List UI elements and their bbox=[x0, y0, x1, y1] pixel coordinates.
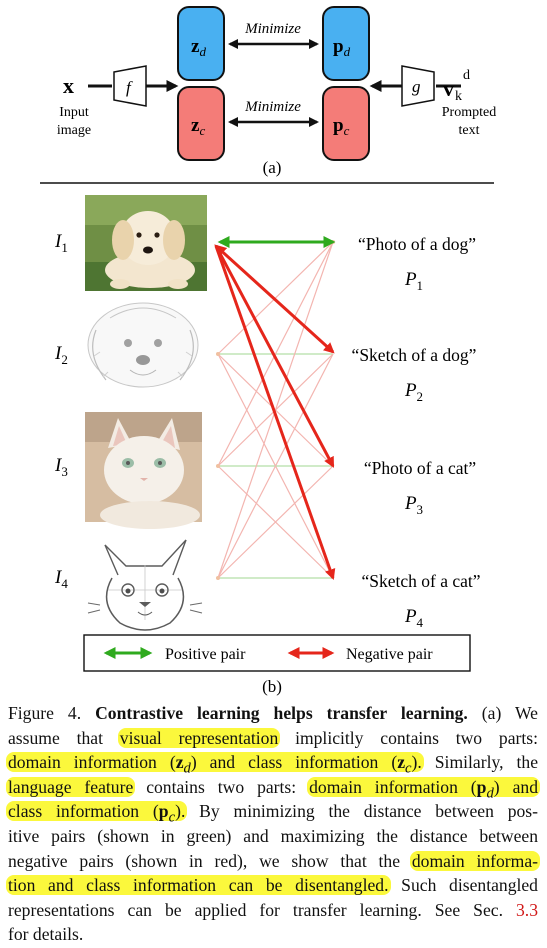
panel-b: I1 I2 I3 I4 bbox=[54, 195, 481, 696]
caption-text: Similarly, the bbox=[421, 752, 538, 773]
image-cat-photo bbox=[85, 412, 202, 529]
negative-pair-arrow-i1-p2 bbox=[214, 244, 335, 354]
caption-text: Such disentangled bbox=[388, 875, 538, 896]
prompt-text-3: “Photo of a cat” bbox=[364, 458, 476, 478]
zc-box bbox=[177, 86, 225, 161]
highlight-class-p: class information (pc). bbox=[6, 801, 188, 826]
legend: Positive pair Negative pair bbox=[83, 634, 471, 672]
caption-text: itive pairs (shown in green) and maximiz… bbox=[8, 825, 538, 846]
legend-negative-label: Negative pair bbox=[346, 646, 433, 663]
prompt-label-4: P4 bbox=[404, 606, 424, 630]
caption-line-4: language feature contains two parts: dom… bbox=[6, 775, 540, 802]
caption-line-7: negative pairs (shown in red), we show t… bbox=[8, 849, 540, 874]
image-label-1: I1 bbox=[54, 231, 68, 255]
panel-a-label: (a) bbox=[263, 158, 282, 177]
image-label-4: I4 bbox=[54, 567, 68, 591]
negative-pair-arrow-i1-p3 bbox=[214, 245, 335, 468]
caption-text: assume that bbox=[8, 727, 120, 748]
minimize-bottom-label: Minimize bbox=[244, 99, 301, 115]
caption-text: for details. bbox=[8, 924, 84, 945]
pc-label: pc bbox=[333, 115, 350, 138]
encoder-f-trapezoid bbox=[113, 65, 147, 107]
figure: x Input image f zd zc pd pc Minimize Min… bbox=[40, 6, 496, 696]
caption-line-6: itive pairs (shown in green) and maximiz… bbox=[8, 824, 538, 849]
encoder-g-trapezoid bbox=[401, 65, 435, 107]
caption-text: contains two parts: bbox=[133, 776, 310, 797]
zd-label: zd bbox=[191, 36, 206, 59]
panel-a: x Input image f zd zc pd pc Minimize Min… bbox=[57, 6, 496, 177]
figure-caption: Figure 4. Contrastive learning helps tra… bbox=[6, 701, 540, 947]
prompt-label-1: Prompted bbox=[442, 105, 496, 120]
caption-line-5: class information (pc). By minimizing th… bbox=[6, 799, 538, 826]
caption-text: representations can be applied for trans… bbox=[8, 899, 516, 920]
prompt-label-1: P1 bbox=[404, 269, 423, 293]
input-symbol: x bbox=[63, 73, 74, 98]
prompt-label-2: text bbox=[459, 123, 480, 138]
caption-title: Contrastive learning helps transfer lear… bbox=[95, 703, 468, 723]
highlight-language-feature: language feature bbox=[6, 776, 136, 797]
image-cat-sketch bbox=[87, 539, 203, 631]
zd-box bbox=[177, 6, 225, 81]
caption-text: (a) We bbox=[467, 703, 538, 723]
caption-line-9: representations can be applied for trans… bbox=[8, 898, 538, 923]
panel-b-label: (b) bbox=[262, 677, 282, 696]
highlight-disentangled-1: domain informa- bbox=[409, 850, 540, 871]
pd-box bbox=[322, 6, 370, 81]
caption-line-10: for details. bbox=[8, 922, 538, 947]
input-label-1: Input bbox=[59, 105, 89, 120]
section-reference-link[interactable]: 3.3 bbox=[516, 899, 538, 920]
caption-text: negative pairs (shown in red), we show t… bbox=[8, 850, 412, 871]
caption-text: By minimizing the distance between pos- bbox=[185, 801, 538, 822]
minimize-top-label: Minimize bbox=[244, 21, 301, 37]
caption-line-8: tion and class information can be disent… bbox=[6, 873, 538, 898]
prompt-text-2: “Sketch of a dog” bbox=[352, 345, 477, 365]
encoder-f-label: f bbox=[126, 78, 133, 97]
highlight-domain-p: domain information (pd) and bbox=[307, 776, 540, 802]
prompt-text-4: “Sketch of a cat” bbox=[361, 571, 480, 591]
figure-number: Figure 4. bbox=[8, 703, 96, 723]
prompt-label-3: P3 bbox=[404, 493, 423, 517]
caption-line-2: assume that visual representation implic… bbox=[8, 726, 538, 751]
legend-positive-label: Positive pair bbox=[165, 646, 246, 663]
input-label-2: image bbox=[57, 123, 91, 138]
prompt-text-1: “Photo of a dog” bbox=[358, 234, 476, 254]
pc-box bbox=[322, 86, 370, 161]
highlight-domain-class-z: domain information (zd) and class inform… bbox=[6, 752, 424, 777]
highlight-visual-representation: visual representation bbox=[117, 727, 281, 748]
image-dog-sketch bbox=[87, 302, 199, 388]
caption-line-3: domain information (zd) and class inform… bbox=[6, 750, 538, 777]
prompt-symbol: vk bbox=[443, 76, 462, 104]
highlight-disentangled-2: tion and class information can be disent… bbox=[6, 875, 391, 896]
image-label-3: I3 bbox=[54, 455, 68, 479]
image-dog-photo bbox=[85, 195, 207, 291]
zc-label: zc bbox=[191, 115, 205, 138]
caption-line-1: Figure 4. Contrastive learning helps tra… bbox=[8, 701, 538, 726]
prompt-label-2: P2 bbox=[404, 380, 423, 404]
pd-label: pd bbox=[333, 36, 351, 59]
encoder-g-label: g bbox=[412, 77, 421, 96]
negative-pair-arrow-i1-p4 bbox=[214, 245, 336, 581]
caption-text: implicitly contains two parts: bbox=[278, 727, 538, 748]
prompt-superscript: d bbox=[463, 68, 470, 83]
image-label-2: I2 bbox=[54, 343, 68, 367]
